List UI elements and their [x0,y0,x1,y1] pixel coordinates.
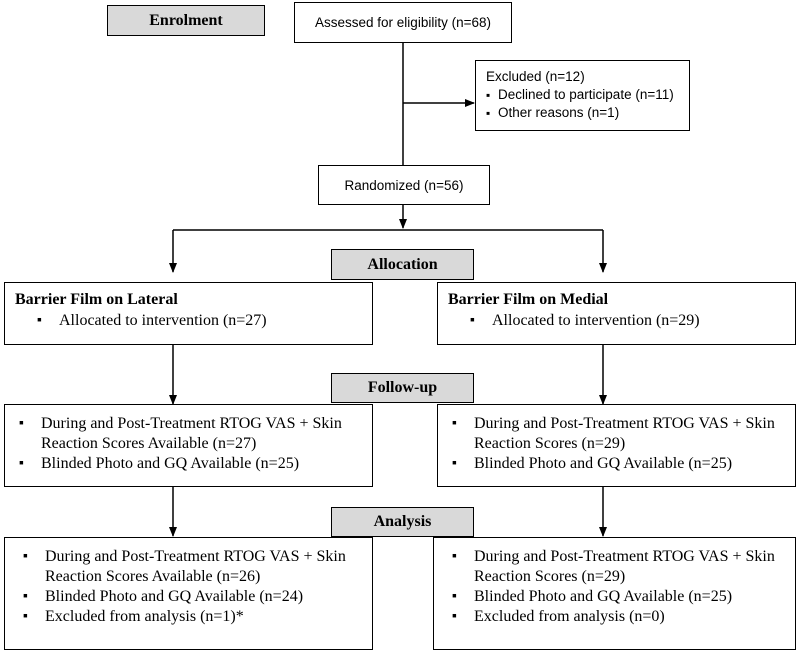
medial-followup-box: During and Post-Treatment RTOG VAS + Ski… [437,404,796,487]
lateral-analysis-item: During and Post-Treatment RTOG VAS + Ski… [15,547,360,587]
medial-arm-title: Barrier Film on Medial [448,291,609,308]
stage-label-allocation: Allocation [331,249,474,280]
stage-label-followup: Follow-up [331,373,474,403]
lateral-followup-item: During and Post-Treatment RTOG VAS + Ski… [11,414,360,454]
medial-analysis-item: Blinded Photo and GQ Available (n=25) [444,587,783,607]
medial-allocation-box: Barrier Film on Medial Allocated to inte… [437,282,796,345]
excluded-box: Excluded (n=12) Declined to participate … [475,60,690,131]
randomized-box: Randomized (n=56) [318,165,490,205]
excluded-reason: Other reasons (n=1) [486,104,679,122]
excluded-reason: Declined to participate (n=11) [486,86,679,104]
medial-followup-item: During and Post-Treatment RTOG VAS + Ski… [444,414,783,454]
lateral-analysis-item: Excluded from analysis (n=1)* [15,607,360,627]
stage-analysis-text: Analysis [373,513,432,530]
stage-followup-text: Follow-up [367,379,438,396]
medial-analysis-item: During and Post-Treatment RTOG VAS + Ski… [444,547,783,587]
medial-followup-item: Blinded Photo and GQ Available (n=25) [444,454,783,474]
lateral-followup-box: During and Post-Treatment RTOG VAS + Ski… [4,404,373,487]
stage-allocation-text: Allocation [367,255,438,273]
eligibility-box: Assessed for eligibility (n=68) [294,2,512,43]
lateral-allocation-box: Barrier Film on Lateral Allocated to int… [4,282,373,345]
medial-analysis-box: During and Post-Treatment RTOG VAS + Ski… [433,537,796,650]
lateral-followup-item: Blinded Photo and GQ Available (n=25) [11,454,360,474]
excluded-title: Excluded (n=12) [486,69,585,84]
lateral-allocation-item: Allocated to intervention (n=27) [29,311,362,331]
medial-allocation-item: Allocated to intervention (n=29) [462,311,785,331]
stage-enrolment-text: Enrolment [149,11,223,29]
eligibility-text: Assessed for eligibility (n=68) [315,15,491,30]
stage-label-enrolment: Enrolment [107,5,265,36]
medial-analysis-item: Excluded from analysis (n=0) [444,607,783,627]
lateral-analysis-item: Blinded Photo and GQ Available (n=24) [15,587,360,607]
stage-label-analysis: Analysis [331,507,474,537]
lateral-analysis-box: During and Post-Treatment RTOG VAS + Ski… [4,537,373,650]
lateral-arm-title: Barrier Film on Lateral [15,291,178,308]
randomized-text: Randomized (n=56) [344,177,464,193]
